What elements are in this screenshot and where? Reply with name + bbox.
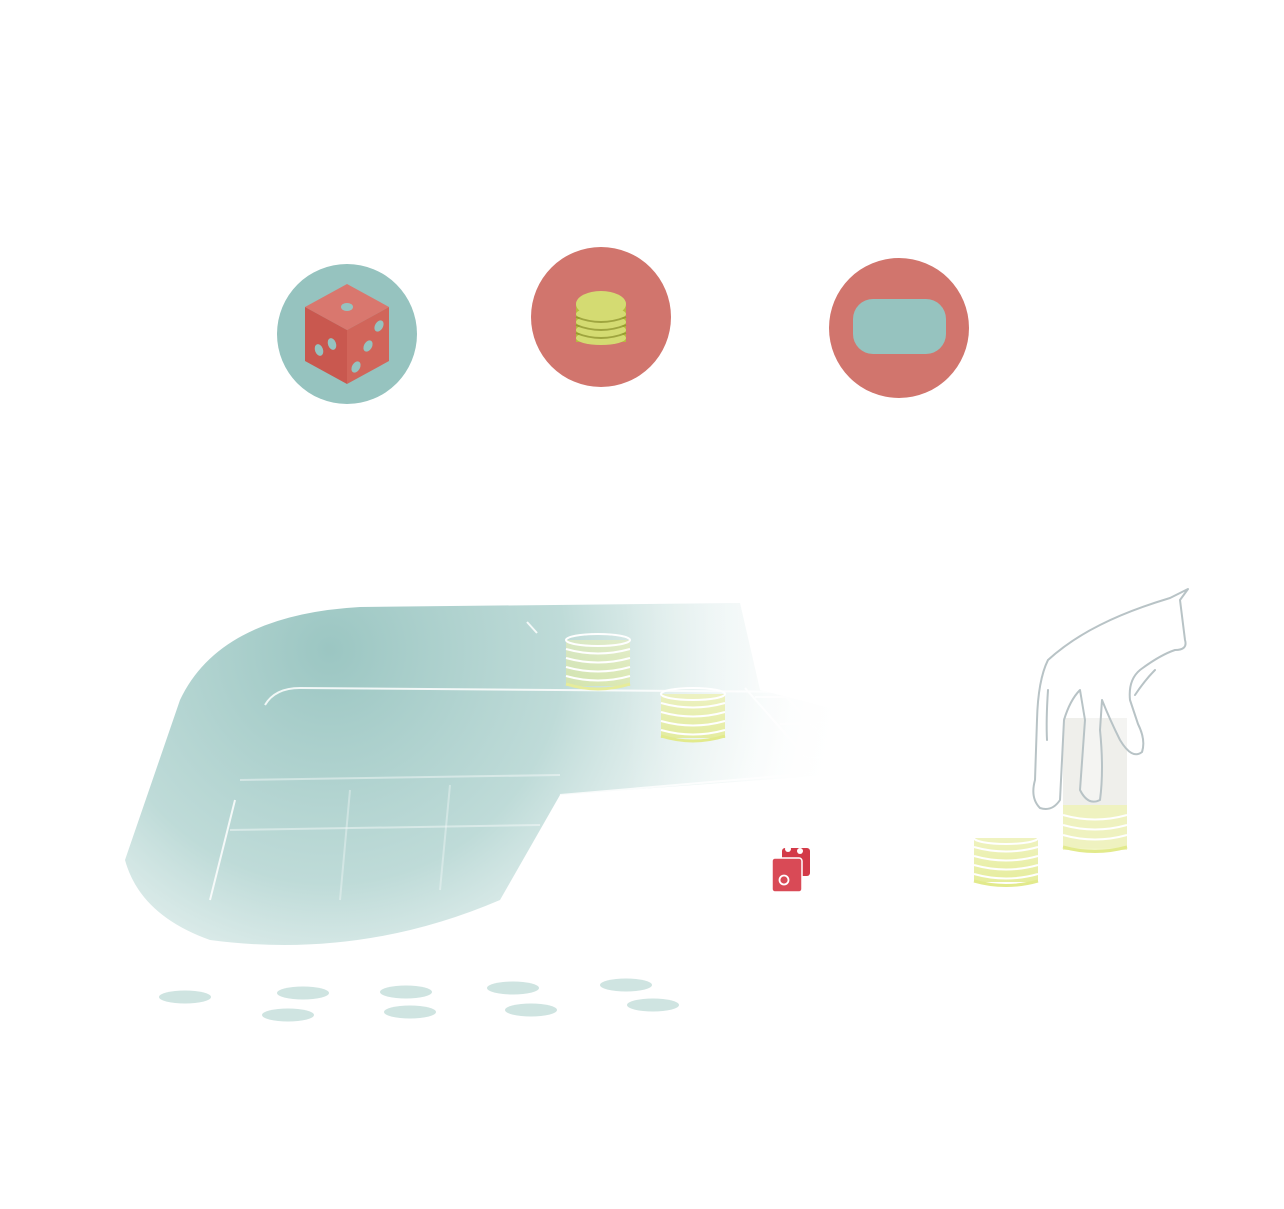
betting-spot bbox=[487, 981, 539, 995]
dice-icon bbox=[305, 284, 389, 384]
table-icon-button[interactable] bbox=[829, 258, 969, 398]
chip-stack[interactable] bbox=[973, 831, 1039, 887]
betting-spot bbox=[600, 978, 652, 992]
table-grid-lines bbox=[209, 621, 1028, 901]
betting-spot bbox=[277, 986, 329, 1000]
chip-stack[interactable] bbox=[660, 687, 726, 743]
betting-spot bbox=[627, 998, 679, 1012]
dice-icon-button[interactable] bbox=[277, 264, 417, 404]
betting-spot bbox=[380, 985, 432, 999]
dice-pair[interactable] bbox=[771, 846, 810, 893]
betting-spot bbox=[384, 1005, 436, 1019]
player-hand bbox=[1032, 588, 1189, 810]
betting-spot bbox=[159, 990, 211, 1004]
chip-stack[interactable] bbox=[565, 633, 631, 691]
betting-spot bbox=[262, 1008, 314, 1022]
table-layout-icon bbox=[853, 299, 946, 354]
betting-spots bbox=[159, 978, 679, 1022]
tall-chip-stack[interactable] bbox=[1062, 718, 1128, 853]
chips-icon-button[interactable] bbox=[531, 247, 671, 387]
betting-spot bbox=[505, 1003, 557, 1017]
chips-stack-icon bbox=[575, 291, 627, 345]
